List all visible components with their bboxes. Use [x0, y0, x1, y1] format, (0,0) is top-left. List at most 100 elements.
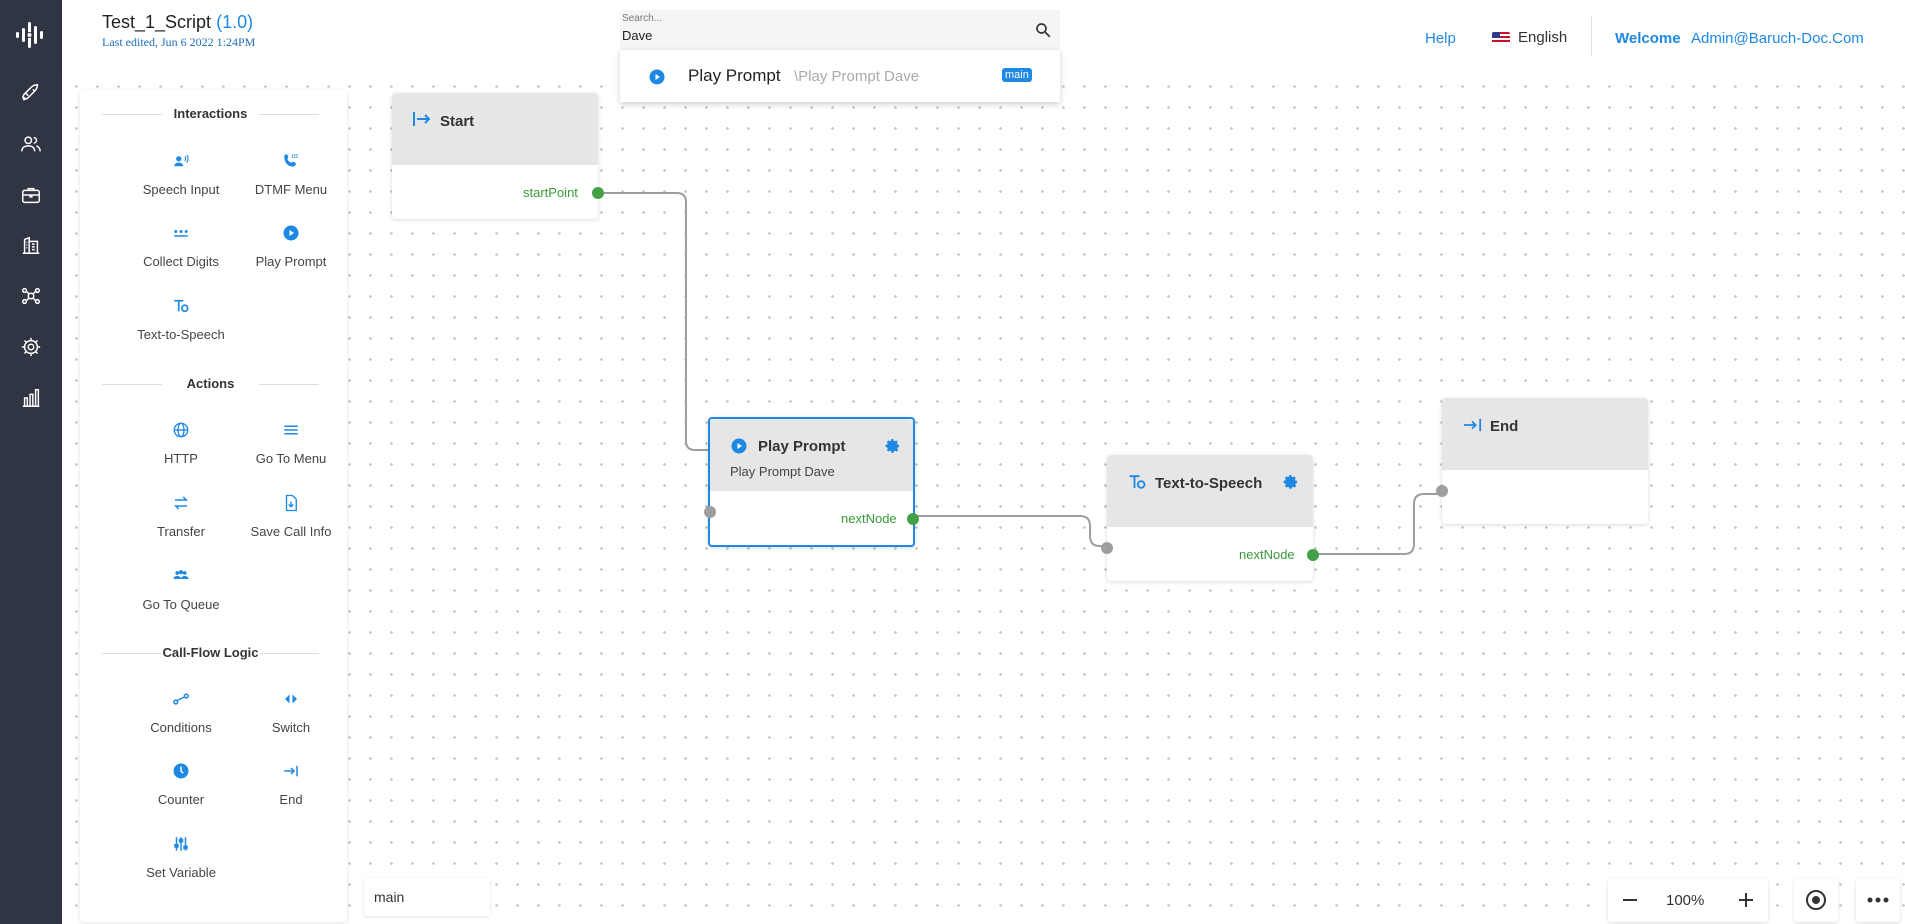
search-label: Search... [622, 13, 663, 24]
node-title: Play Prompt [758, 438, 846, 455]
script-title: Test_1_Script (1.0) [102, 12, 253, 33]
palette-go-to-queue[interactable]: Go To Queue [126, 567, 236, 612]
input-port[interactable] [704, 506, 716, 518]
nav-buildings[interactable] [0, 220, 62, 270]
result-name: Play Prompt [688, 66, 781, 85]
palette-counter[interactable]: Counter [126, 762, 236, 807]
play-icon [649, 69, 665, 85]
last-edited: Last edited, Jun 6 2022 1:24PM [102, 35, 256, 49]
palette-label: Save Call Info [250, 524, 332, 539]
result-path: \Play Prompt Dave [794, 68, 920, 85]
palette-save-call-info[interactable]: Save Call Info [236, 494, 346, 539]
play-icon [731, 438, 747, 454]
palette-transfer[interactable]: Transfer [126, 494, 236, 539]
palette-label: Go To Menu [255, 451, 327, 466]
search-icon[interactable] [1034, 21, 1052, 39]
help-link[interactable]: Help [1425, 30, 1456, 47]
node-subtitle: Play Prompt Dave [730, 464, 835, 479]
network-icon [22, 287, 40, 305]
user-email[interactable]: Admin@Baruch-Doc.Com [1691, 30, 1864, 47]
end-icon [284, 765, 298, 777]
language-selector[interactable]: English [1492, 29, 1567, 46]
zoom-out-icon[interactable] [1620, 890, 1640, 910]
top-header: Test_1_Script (1.0) Last edited, Jun 6 2… [62, 0, 1905, 72]
group-icon [173, 570, 189, 579]
more-options-button[interactable] [1856, 878, 1900, 922]
output-port[interactable] [592, 187, 604, 199]
palette-conditions[interactable]: Conditions [126, 690, 236, 735]
analytics-icon [22, 389, 40, 407]
palette-text-to-speech[interactable]: Text-to-Speech [126, 297, 236, 342]
zoom-control: 100% [1608, 878, 1768, 922]
palette-speech-input[interactable]: Speech Input [126, 152, 236, 197]
node-title: Start [440, 113, 475, 130]
input-port[interactable] [1436, 485, 1448, 497]
globe-icon [173, 422, 189, 438]
palette-play-prompt[interactable]: Play Prompt [236, 224, 346, 269]
palette-label: Switch [271, 720, 311, 735]
nav-settings[interactable] [0, 322, 62, 372]
search-result-item[interactable]: Play Prompt \Play Prompt Dave main [620, 50, 1060, 102]
node-header [1442, 398, 1648, 470]
palette-set-variable[interactable]: Set Variable [126, 835, 236, 880]
node-header [1107, 455, 1313, 527]
buildings-icon [22, 236, 40, 254]
node-play-prompt[interactable]: Play Prompt Play Prompt Dave nextNode [704, 417, 919, 547]
rocket-icon [21, 84, 39, 101]
palette-label: Speech Input [142, 182, 220, 197]
text-speech-icon [174, 299, 189, 313]
port-label: nextNode [841, 511, 897, 526]
palette-label: Set Variable [146, 865, 216, 880]
output-port[interactable] [1307, 549, 1319, 561]
port-label: startPoint [523, 185, 578, 200]
input-port[interactable] [1101, 542, 1113, 554]
menu-icon [284, 425, 298, 435]
script-name: Test_1_Script [102, 12, 212, 32]
welcome-label: Welcome [1615, 30, 1681, 47]
palette-go-to-menu[interactable]: Go To Menu [236, 421, 346, 466]
script-version: (1.0) [216, 12, 254, 32]
text-speech-icon [1129, 475, 1146, 489]
nav-briefcase[interactable] [0, 170, 62, 220]
search-box[interactable]: Search... [620, 10, 1060, 50]
node-text-to-speech[interactable]: Text-to-Speech nextNode [1101, 455, 1319, 581]
recenter-button[interactable] [1794, 878, 1838, 922]
palette-http[interactable]: HTTP [126, 421, 236, 466]
node-title: End [1490, 418, 1519, 435]
section-actions: Actions [102, 376, 319, 391]
gear-icon[interactable] [885, 438, 901, 454]
result-badge: main [1002, 68, 1032, 82]
section-call-flow-logic: Call-Flow Logic [102, 645, 319, 660]
palette-switch[interactable]: Switch [236, 690, 346, 735]
connector-tts-end [1312, 493, 1442, 555]
switch-icon [285, 694, 297, 704]
section-interactions: Interactions [102, 106, 319, 121]
gear-icon[interactable] [1283, 474, 1299, 490]
output-port[interactable] [907, 513, 919, 525]
nav-analytics[interactable] [0, 373, 62, 423]
counter-icon [173, 763, 189, 779]
nav-rocket[interactable] [0, 68, 62, 118]
users-icon [21, 136, 41, 152]
target-icon [1806, 890, 1826, 910]
left-nav-rail [0, 0, 62, 924]
app-logo-icon[interactable] [14, 18, 48, 52]
nav-network[interactable] [0, 271, 62, 321]
node-end[interactable]: End [1436, 398, 1648, 524]
node-start[interactable]: Start startPoint [392, 93, 604, 219]
tab-main[interactable]: main [364, 878, 490, 916]
palette-dtmf-menu[interactable]: DTMF Menu [236, 152, 346, 197]
end-icon [1464, 418, 1482, 432]
play-icon [283, 225, 299, 241]
palette-collect-digits[interactable]: Collect Digits [126, 224, 236, 269]
palette-end[interactable]: End [236, 762, 346, 807]
more-horizontal-icon [1867, 897, 1889, 903]
us-flag-icon [1492, 31, 1510, 44]
palette-label: Go To Queue [142, 597, 220, 612]
zoom-in-icon[interactable] [1736, 890, 1756, 910]
node-palette: Interactions Speech Input DTMF Menu Coll… [80, 90, 347, 922]
zoom-level: 100% [1666, 892, 1705, 909]
port-label: nextNode [1239, 547, 1295, 562]
search-input[interactable] [622, 28, 1022, 43]
nav-users[interactable] [0, 119, 62, 169]
